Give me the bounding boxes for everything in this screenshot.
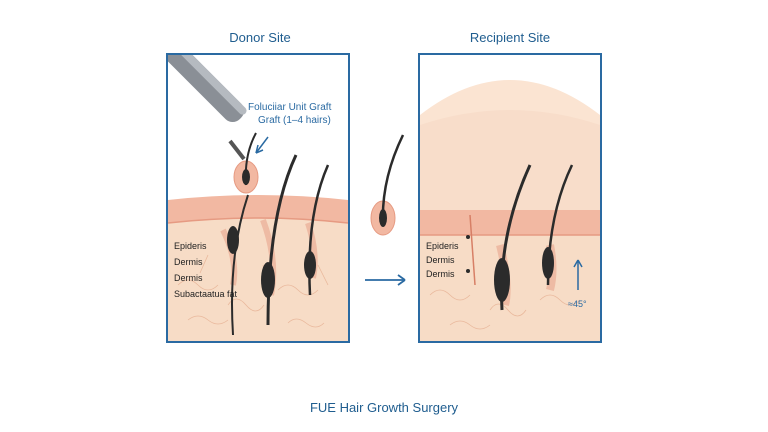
donor-hair-2 <box>266 154 298 326</box>
donor-layer-dermis-1: Dermis <box>174 257 203 267</box>
graft-label-line-2: Graft (1–4 hairs) <box>258 115 331 126</box>
recipient-dermis-layer <box>420 210 600 341</box>
donor-layer-dermis-2: Dermis <box>174 273 203 283</box>
donor-dermis-layer <box>168 215 348 341</box>
donor-hair-bulb-2 <box>261 262 275 298</box>
donor-epidermis-layer <box>168 195 348 223</box>
recipient-panel: Epideris Dermis Dermis ≈45° <box>418 53 602 343</box>
donor-hair-bulb-1 <box>227 226 239 254</box>
recipient-illustration <box>420 80 600 341</box>
transfer-illustration <box>365 134 406 286</box>
donor-hair-1 <box>231 194 249 336</box>
recipient-hair-bulb-1 <box>494 258 510 302</box>
diagram-footer-title: FUE Hair Growth Surgery <box>309 400 459 415</box>
donor-hair-bulb-3 <box>304 251 316 279</box>
graft-arrow <box>255 136 269 154</box>
donor-panel: Foluciiar Unit Graft Graft (1–4 hairs) E… <box>166 53 350 343</box>
recipient-layer-dermis-2: Dermis <box>426 269 455 279</box>
recipient-layer-dermis-1: Dermis <box>426 255 455 265</box>
recipient-site-title: Recipient Site <box>469 30 551 45</box>
donor-layer-fat: Subactaatua fat <box>174 289 238 299</box>
donor-layer-epidermis: Epideris <box>174 241 207 251</box>
donor-illustration <box>168 55 348 341</box>
donor-site-title: Donor Site <box>229 30 291 45</box>
angle-label: ≈45° <box>568 299 587 309</box>
recipient-incision <box>469 214 476 286</box>
recipient-hair-bulb-2 <box>542 247 554 279</box>
extraction-punch-tool <box>168 55 247 161</box>
recipient-vessels <box>429 289 581 330</box>
recipient-layer-epidermis: Epideris <box>426 241 459 251</box>
graft-label-line-1: Foluciiar Unit Graft <box>248 102 332 113</box>
